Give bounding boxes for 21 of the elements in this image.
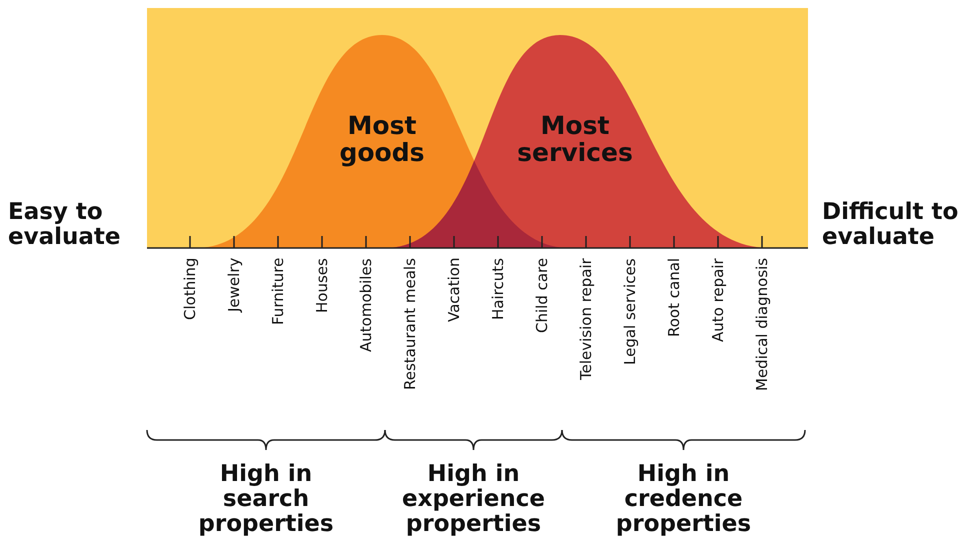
axis-end-label: Difficult to evaluate — [822, 200, 960, 250]
category-label: Jewelry — [225, 258, 243, 312]
category-label: Houses — [313, 258, 331, 313]
category-label: Medical diagnosis — [753, 258, 771, 391]
category-label: Furniture — [269, 258, 287, 325]
group-label: High in search properties — [197, 462, 335, 537]
region-label: Most services — [505, 112, 645, 166]
category-label: Restaurant meals — [401, 258, 419, 390]
category-label: Root canal — [665, 258, 683, 337]
category-label: Automobiles — [357, 258, 375, 352]
group-label: High in credence properties — [614, 462, 752, 537]
category-label: Auto repair — [709, 258, 727, 342]
axis-end-label: Easy to evaluate — [8, 200, 122, 250]
category-label: Legal services — [621, 258, 639, 365]
group-label: High in experience properties — [401, 462, 546, 537]
region-label: Most goods — [312, 112, 452, 166]
category-label: Child care — [533, 258, 551, 333]
category-label: Haircuts — [489, 258, 507, 320]
category-label: Vacation — [445, 258, 463, 322]
category-label: Television repair — [577, 258, 595, 380]
category-label: Clothing — [181, 258, 199, 320]
